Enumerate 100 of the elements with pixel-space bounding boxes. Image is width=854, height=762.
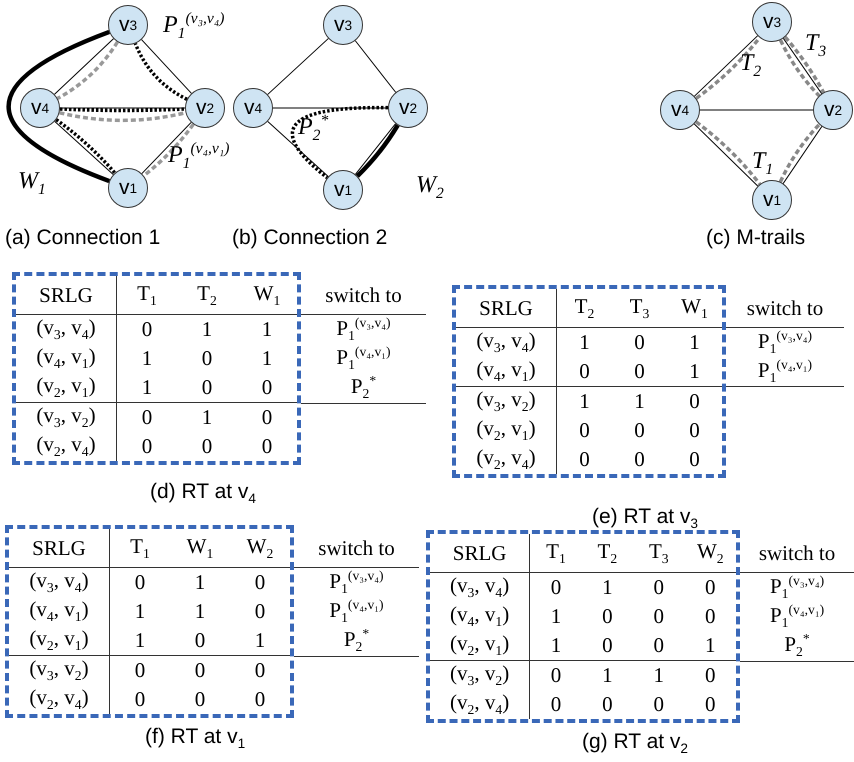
table-cell-text: 0 [633, 417, 646, 444]
table-cell-text: 1 [260, 345, 274, 372]
column-header: T$_{1}$ [530, 534, 582, 572]
table-cell: (v$_{2}$, v$_{4}$) [456, 445, 556, 474]
column-header: T$_{2}$ [582, 534, 634, 572]
edge-label: T$_{3}$ [805, 30, 826, 60]
column-header: SRLG [456, 289, 556, 328]
table-cell: 0 [110, 656, 170, 685]
table-cell: 0 [530, 660, 582, 690]
column-header: T$_{1}$ [110, 529, 170, 568]
table-cell: 1 [667, 328, 722, 357]
table-cell: (v$_{3}$, v$_{4}$) [16, 314, 116, 344]
column-header: T$_{1}$ [116, 276, 177, 314]
table-cell-text: 0 [194, 686, 206, 713]
table-cell: (v$_{2}$, v$_{1}$) [16, 373, 116, 402]
table-cell: 1 [633, 660, 684, 690]
table-cell: 0 [110, 568, 170, 597]
table-cell: (v$_{3}$, v$_{2}$) [9, 656, 110, 685]
table-cell: (v$_{2}$, v$_{4}$) [16, 432, 116, 461]
table-cell-text: 0 [601, 603, 614, 630]
table-cell: 0 [633, 572, 684, 602]
column-header: switch to [301, 276, 426, 314]
table-cell: 1 [667, 357, 722, 386]
table-cell: 0 [116, 432, 177, 461]
column-header: W$_{1}$ [667, 289, 722, 328]
table-cell-text: 0 [704, 691, 717, 718]
table-cell: 0 [530, 690, 582, 719]
dotted-path-line [134, 42, 188, 101]
edge-label: W$_{2}$ [416, 172, 444, 202]
column-header: W$_{1}$ [237, 276, 297, 314]
table-cell: 1 [116, 373, 177, 402]
table-cell-text: 0 [254, 598, 266, 625]
table-cell: 0 [612, 357, 667, 386]
table-cell-text: 0 [688, 417, 701, 444]
table-cell-text: 0 [652, 603, 666, 630]
table-cell-text: 1 [194, 598, 206, 625]
table-cell: 1 [530, 631, 582, 660]
table-cell: 1 [684, 631, 736, 660]
table-cell: (v$_{3}$, v$_{2}$) [16, 402, 116, 432]
table-cell: 0 [556, 416, 612, 445]
column-header: SRLG [16, 276, 116, 314]
table-cell-text: 0 [254, 686, 266, 713]
table-cell: 1 [110, 597, 170, 626]
table-cell: 1 [177, 314, 237, 344]
edge-label: T$_{1}$ [752, 148, 774, 178]
table-cell-text: 0 [652, 691, 666, 718]
panel-caption: (c) M-trails [706, 226, 806, 250]
table-cell: (v$_{2}$, v$_{1}$) [430, 631, 530, 660]
table-cell: 0 [667, 386, 722, 416]
table-cell: 0 [116, 402, 177, 432]
table-cell: (v$_{2}$, v$_{1}$) [456, 416, 556, 445]
table-cell: (v$_{2}$, v$_{1}$) [9, 626, 110, 656]
dotted-path-line [291, 106, 388, 180]
table-cell: 1 [582, 660, 634, 690]
table-cell: 1 [230, 626, 290, 656]
edge-line [141, 39, 192, 94]
table-cell: 0 [177, 373, 237, 402]
table-cell: 1 [556, 386, 612, 416]
table-cell-text: 0 [601, 691, 614, 718]
table-cell: 1 [237, 314, 297, 344]
column-header: switch to [740, 534, 854, 572]
table-cell: 1 [110, 626, 170, 656]
table-cell: 0 [582, 631, 634, 660]
table-cell: 1 [170, 568, 230, 597]
dotted-path-line [60, 107, 186, 112]
table-cell: 0 [116, 314, 177, 344]
edge-line [267, 120, 329, 178]
column-header: W$_{1}$ [170, 529, 230, 568]
table-cell: 0 [170, 626, 230, 656]
table-cell: (v$_{2}$, v$_{4}$) [430, 690, 530, 719]
panel-caption: (b) Connection 2 [232, 226, 388, 250]
table-cell: 1 [116, 344, 177, 373]
table-cell: 1 [612, 386, 667, 416]
table-cell: 0 [633, 631, 684, 660]
column-header: SRLG [430, 534, 530, 572]
dotted-path-line [59, 111, 186, 122]
table-cell: (v$_{3}$, v$_{4}$) [456, 328, 556, 357]
column-header: switch to [726, 289, 844, 328]
table-cell: (v$_{3}$, v$_{2}$) [456, 386, 556, 416]
table-cell: 0 [230, 656, 290, 685]
column-header: T$_{2}$ [177, 276, 237, 314]
table-cell: 0 [684, 660, 736, 690]
table-cell-text: 0 [704, 603, 717, 630]
table-cell: (v$_{4}$, v$_{1}$) [16, 344, 116, 373]
table-caption: (g) RT at v$_{2}$ [582, 730, 688, 756]
column-header: W$_{2}$ [684, 534, 736, 572]
column-header: W$_{2}$ [230, 529, 290, 568]
table-cell: 0 [170, 656, 230, 685]
edge-line [267, 38, 329, 95]
table-cell: 1 [530, 602, 582, 631]
table-cell: (v$_{4}$, v$_{1}$) [430, 602, 530, 631]
table-cell-text: 0 [200, 345, 214, 372]
table-cell: (v$_{3}$, v$_{4}$) [430, 572, 530, 602]
column-header: T$_{3}$ [612, 289, 667, 328]
table-caption: (f) RT at v$_{1}$ [145, 725, 246, 752]
table-cell: 1 [556, 328, 612, 357]
table-cell-text: 0 [200, 433, 214, 460]
column-header: T$_{2}$ [556, 289, 612, 328]
table-cell: (v$_{2}$, v$_{4}$) [9, 685, 110, 714]
table-cell: 0 [530, 572, 582, 602]
